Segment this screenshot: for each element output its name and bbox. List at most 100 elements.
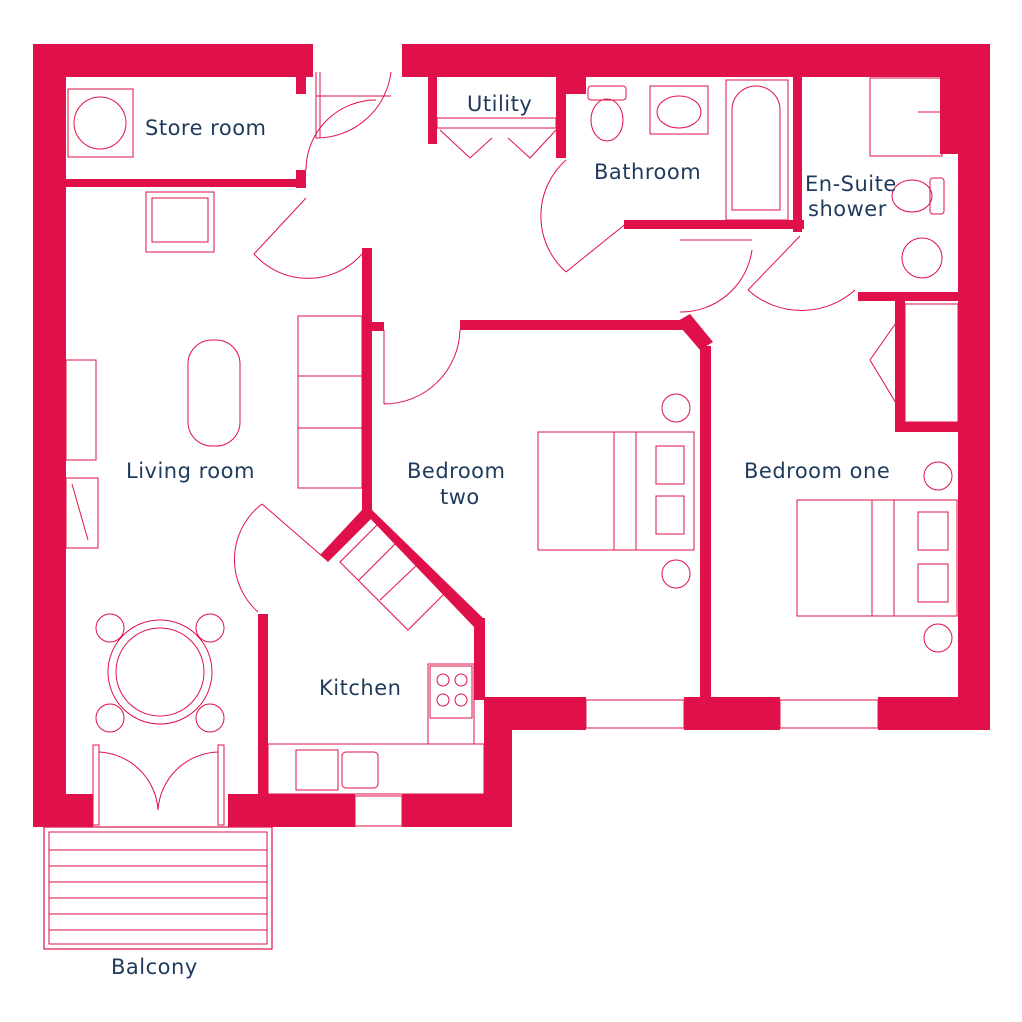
utility-door-left: [439, 129, 493, 159]
kitchen-worktop-div1: [358, 541, 398, 581]
wall-utility-left: [428, 72, 437, 144]
living-tv-unit: [65, 359, 97, 461]
kitchen-hob-1: [436, 673, 450, 687]
dining-chair-2: [195, 613, 225, 643]
bed2-lamp-1: [661, 393, 691, 423]
ensuite-basin: [901, 237, 943, 279]
dining-chair-3: [95, 703, 125, 733]
living-armchair-seat: [151, 197, 209, 243]
dining-table: [107, 619, 213, 725]
dining-chair-1: [95, 613, 125, 643]
bed1-pillow-1: [917, 511, 949, 551]
ensuite-door-leaf: [747, 235, 801, 291]
kitchen-sink-drainer: [295, 749, 339, 791]
wall-hall-vertical: [362, 248, 372, 518]
bath-toilet-bowl: [590, 98, 624, 142]
balcony-door-frame-right: [217, 744, 225, 826]
kitchen-worktop-bottom: [267, 743, 485, 795]
kitchen-window: [354, 795, 403, 827]
label-store-room: Store room: [145, 116, 267, 140]
label-living-room: Living room: [126, 459, 255, 483]
balcony-boards: [49, 849, 267, 931]
wall-bottom-bed1: [878, 697, 990, 730]
label-bedroom-one: Bedroom one: [744, 459, 890, 483]
bath-basin-unit: [649, 85, 709, 135]
living-door-leaf: [253, 197, 307, 255]
bed2-pillow-1: [655, 445, 685, 485]
wall-bottom-left: [33, 794, 93, 827]
kitchen-hob-2: [454, 673, 468, 687]
bath-basin: [656, 95, 702, 129]
wall-right-corner: [940, 44, 990, 154]
bed2-bed-head: [613, 431, 637, 551]
wall-hall-stub: [372, 322, 384, 331]
bed1-bed: [796, 499, 958, 617]
kitchen-hob-4: [454, 693, 468, 707]
wall-kitchen-right: [474, 618, 485, 700]
diagonal-walls: [320, 314, 713, 627]
utility-unit: [436, 117, 557, 129]
bed1-wardrobe-door: [869, 309, 906, 419]
bed1-lamp-1: [923, 461, 953, 491]
living-door-swing: [253, 253, 363, 279]
store-appliance-drum: [73, 96, 127, 150]
wall-utility-right: [556, 72, 566, 158]
wall-right: [958, 44, 990, 730]
wall-store-bottom: [66, 179, 306, 187]
living-cabinet: [65, 477, 99, 549]
kitchen-worktop-diagonal: [339, 523, 447, 631]
bed2-pillow-2: [655, 495, 685, 535]
label-bedroom-two-line2: two: [440, 485, 480, 509]
wall-bed-divider: [700, 346, 711, 701]
kitchen-sink-bowl: [341, 751, 379, 789]
bed2-bed: [537, 431, 695, 551]
living-sofa: [297, 315, 363, 489]
bed1-pillow-2: [917, 563, 949, 603]
balcony-door-frame-left: [92, 744, 100, 826]
wall-kitchen-left: [258, 614, 268, 796]
utility-door-right: [507, 129, 557, 159]
ensuite-toilet-cistern: [929, 177, 945, 215]
kitchen-door-swing: [234, 503, 263, 613]
kitchen-worktop-div2: [379, 563, 419, 601]
bed2-window: [585, 699, 685, 729]
label-utility: Utility: [467, 92, 532, 116]
label-kitchen: Kitchen: [319, 676, 401, 700]
wall-wardrobe-bottom: [895, 422, 965, 432]
kitchen-hob: [429, 665, 473, 719]
wall-wardrobe-left: [895, 296, 905, 430]
bathtub: [725, 79, 789, 221]
fixtures: [43, 71, 959, 950]
wall-store-post: [296, 170, 306, 188]
wall-bath-ensuite: [793, 72, 802, 232]
front-door-swing: [315, 71, 392, 139]
bathtub-inner: [731, 85, 781, 211]
wall-kitchen-diag2: [320, 510, 372, 562]
wall-bed-diagonal: [676, 314, 713, 350]
balcony-door-left-swing: [98, 751, 159, 811]
wall-kitchen-diagonal: [362, 510, 485, 627]
wall-left: [33, 44, 66, 827]
store-door-swing: [305, 99, 377, 171]
wall-top-left: [33, 44, 313, 77]
balcony-door-right-swing: [157, 751, 219, 811]
ensuite-toilet-bowl: [891, 179, 933, 213]
label-bathroom: Bathroom: [594, 160, 701, 184]
wall-utility-corner: [556, 72, 586, 94]
wall-top-right: [402, 44, 990, 77]
ensuite-shower: [869, 77, 943, 157]
wall-bottom-kitchen-a: [228, 794, 355, 827]
label-balcony: Balcony: [111, 955, 198, 979]
bed1-window: [779, 699, 879, 729]
label-bedroom-two-line1: Bedroom: [407, 459, 505, 483]
balcony-inner: [48, 831, 268, 945]
bed2-lamp-2: [661, 559, 691, 589]
wall-bed2-top: [460, 320, 690, 330]
living-armchair: [145, 191, 215, 253]
bath-toilet-cistern: [587, 85, 627, 101]
bed1-wardrobe: [904, 303, 959, 423]
wall-bottom-mid: [684, 697, 780, 730]
bath-door-leaf: [565, 221, 629, 273]
wall-bottom-bed2: [484, 697, 586, 730]
